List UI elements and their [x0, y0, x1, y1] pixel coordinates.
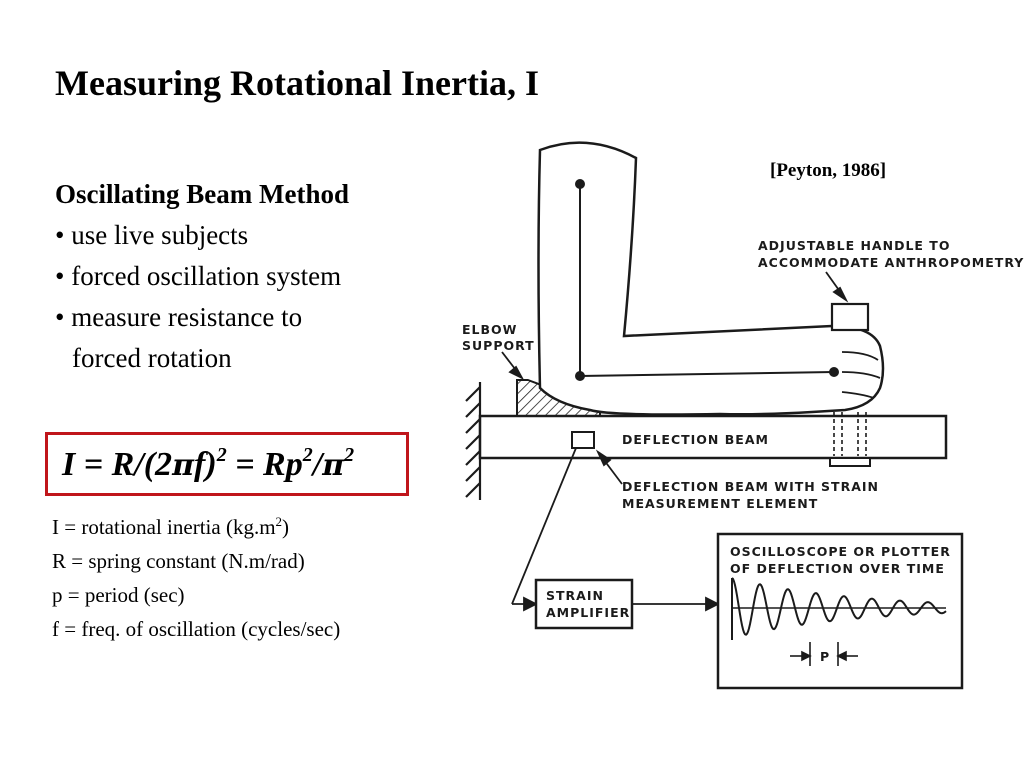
label-handle-2: ACCOMMODATE ANTHROPOMETRY: [758, 255, 1024, 270]
definition-spring-constant: R = spring constant (N.m/rad): [52, 549, 305, 573]
strain-amplifier: STRAIN AMPLIFIER: [534, 578, 634, 630]
definition-frequency: f = freq. of oscillation (cycles/sec): [52, 617, 341, 641]
bullet-forced-oscillation: • forced oscillation system: [55, 261, 342, 291]
signal-wire: [511, 447, 721, 612]
handle-bolt: [829, 412, 871, 467]
bullet-live-subjects: • use live subjects: [55, 220, 249, 250]
label-amp-2: AMPLIFIER: [546, 605, 630, 620]
finger-lines: [841, 351, 881, 399]
label-amp-1: STRAIN: [546, 588, 604, 603]
period-marker: [790, 642, 858, 666]
label-elbow-1: ELBOW: [462, 322, 517, 337]
inertia-formula: I = R/(2πf)2 = Rp2/π2: [62, 444, 355, 483]
slide-title: Measuring Rotational Inertia, I: [55, 63, 539, 103]
method-block: Oscillating Beam Method • use live subje…: [55, 174, 349, 379]
label-scope-2: OF DEFLECTION OVER TIME: [730, 561, 945, 576]
oscilloscope: OSCILLOSCOPE OR PLOTTER OF DEFLECTION OV…: [716, 532, 964, 690]
oscillation-trace: [731, 577, 947, 636]
label-elbow-2: SUPPORT: [462, 338, 535, 353]
deflection-beam: [478, 414, 948, 460]
arm-skeleton: [575, 179, 839, 381]
label-scope-1: OSCILLOSCOPE OR PLOTTER: [730, 544, 951, 559]
label-beam: DEFLECTION BEAM: [622, 432, 769, 447]
wall: [465, 382, 482, 500]
label-element-2: MEASUREMENT ELEMENT: [622, 496, 818, 511]
bullet-measure-resistance: • measure resistance to: [55, 302, 303, 332]
adjustable-handle: [830, 302, 870, 332]
variable-definitions: I = rotational inertia (kg.m2) R = sprin…: [52, 505, 340, 646]
label-element-1: DEFLECTION BEAM WITH STRAIN: [622, 479, 879, 494]
label-period: P: [820, 649, 830, 664]
label-handle-1: ADJUSTABLE HANDLE TO: [758, 238, 950, 253]
citation: [Peyton, 1986]: [770, 160, 887, 181]
definition-inertia: I = rotational inertia (kg.m2): [52, 514, 290, 539]
definition-period: p = period (sec): [52, 583, 185, 607]
formula-box: I = R/(2πf)2 = Rp2/π2: [45, 432, 409, 496]
leader-lines: [501, 271, 849, 485]
strain-element: [571, 431, 595, 449]
method-heading: Oscillating Beam Method: [55, 179, 349, 209]
arm-outline: [537, 141, 885, 416]
bullet-continuation: forced rotation: [72, 343, 232, 373]
